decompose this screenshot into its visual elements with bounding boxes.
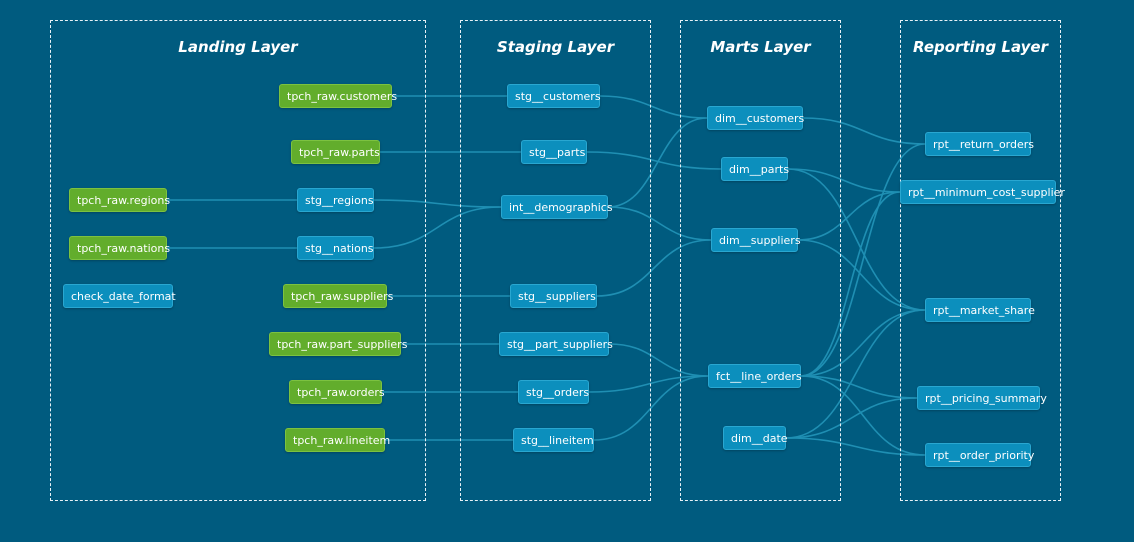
reporting-layer-title: Reporting Layer [913,38,1048,56]
node-tpch-raw-regions[interactable]: tpch_raw.regions [69,188,170,212]
node-stg-part-suppliers[interactable]: stg__part_suppliers [499,332,613,356]
node-tpch-raw-parts[interactable]: tpch_raw.parts [291,140,380,164]
marts-layer-title: Marts Layer [710,38,811,56]
node-rpt-pricing-summary[interactable]: rpt__pricing_summary [917,386,1047,410]
staging-layer: Staging Layer [460,20,651,501]
node-int-demographics[interactable]: int__demographics [501,195,613,219]
landing-layer-title: Landing Layer [178,38,298,56]
node-dim-customers[interactable]: dim__customers [707,106,804,130]
node-stg-parts[interactable]: stg__parts [521,140,587,164]
node-stg-nations[interactable]: stg__nations [297,236,374,260]
node-tpch-raw-orders[interactable]: tpch_raw.orders [289,380,385,404]
landing-layer: Landing Layer [50,20,426,501]
node-dim-suppliers[interactable]: dim__suppliers [711,228,801,252]
node-tpch-raw-nations[interactable]: tpch_raw.nations [69,236,170,260]
node-tpch-raw-lineitem[interactable]: tpch_raw.lineitem [285,428,390,452]
node-stg-orders[interactable]: stg__orders [518,380,589,404]
node-tpch-raw-suppliers[interactable]: tpch_raw.suppliers [283,284,393,308]
node-stg-suppliers[interactable]: stg__suppliers [510,284,597,308]
node-fct-line-orders[interactable]: fct__line_orders [708,364,802,388]
node-rpt-market-share[interactable]: rpt__market_share [925,298,1035,322]
node-stg-customers[interactable]: stg__customers [507,84,601,108]
node-dim-parts[interactable]: dim__parts [721,157,789,181]
reporting-layer: Reporting Layer [900,20,1061,501]
node-dim-date[interactable]: dim__date [723,426,788,450]
node-rpt-minimum-cost-supplier[interactable]: rpt__minimum_cost_supplier [900,180,1065,204]
node-tpch-raw-part-suppliers[interactable]: tpch_raw.part_suppliers [269,332,407,356]
node-check-date-format[interactable]: check_date_format [63,284,176,308]
node-tpch-raw-customers[interactable]: tpch_raw.customers [279,84,397,108]
staging-layer-title: Staging Layer [496,38,615,56]
marts-layer: Marts Layer [680,20,841,501]
node-rpt-return-orders[interactable]: rpt__return_orders [925,132,1034,156]
node-stg-regions[interactable]: stg__regions [297,188,374,212]
node-rpt-order-priority[interactable]: rpt__order_priority [925,443,1034,467]
node-stg-lineitem[interactable]: stg__lineitem [513,428,594,452]
